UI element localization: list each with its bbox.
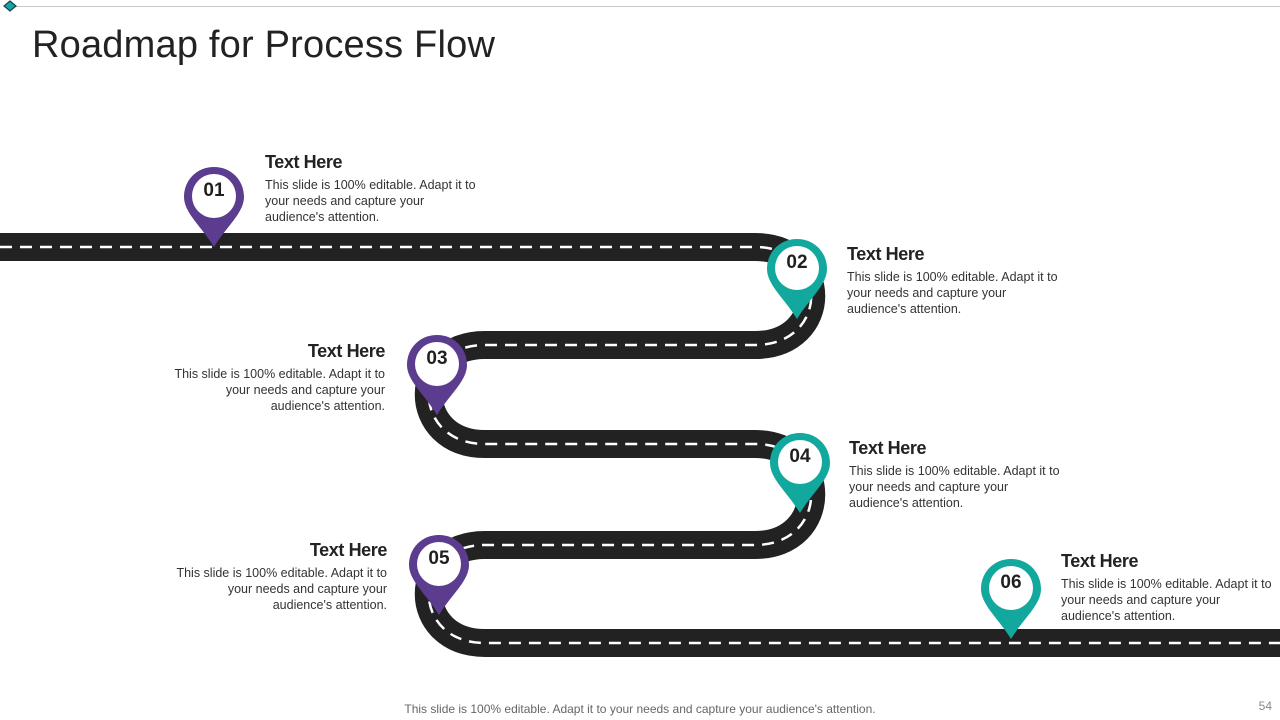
map-pin-icon	[770, 433, 830, 513]
step-03-marker: 03	[407, 335, 467, 415]
step-02-marker: 02	[767, 239, 827, 319]
step-05-text: Text Here This slide is 100% editable. A…	[172, 540, 387, 613]
step-04-marker: 04	[770, 433, 830, 513]
step-number: 04	[789, 446, 811, 467]
step-body: This slide is 100% editable. Adapt it to…	[1061, 577, 1272, 623]
step-heading: Text Here	[847, 244, 925, 264]
step-number: 03	[426, 348, 448, 369]
step-body: This slide is 100% editable. Adapt it to…	[174, 367, 385, 413]
map-pin-icon	[184, 167, 244, 247]
step-heading: Text Here	[307, 341, 386, 361]
step-heading: Text Here	[265, 152, 343, 172]
page-title: Roadmap for Process Flow	[32, 24, 496, 66]
step-number: 02	[786, 252, 808, 273]
map-pin-icon	[409, 535, 469, 615]
step-body: This slide is 100% editable. Adapt it to…	[176, 566, 387, 612]
step-heading: Text Here	[309, 540, 388, 560]
step-02-text: Text Here This slide is 100% editable. A…	[847, 244, 1062, 317]
step-body: This slide is 100% editable. Adapt it to…	[847, 270, 1058, 316]
step-06-marker: 06	[981, 559, 1041, 639]
step-body: This slide is 100% editable. Adapt it to…	[265, 178, 476, 224]
corner-diamond-icon	[3, 0, 17, 12]
step-05-marker: 05	[409, 535, 469, 615]
page-number: 54	[1258, 699, 1272, 713]
top-rule	[12, 6, 1280, 7]
step-body: This slide is 100% editable. Adapt it to…	[849, 464, 1060, 510]
step-01-marker: 01	[184, 167, 244, 247]
footer-note: This slide is 100% editable. Adapt it to…	[404, 702, 876, 716]
step-number: 05	[428, 548, 450, 569]
step-number: 06	[1000, 572, 1022, 593]
step-number: 01	[203, 180, 225, 201]
step-03-text: Text Here This slide is 100% editable. A…	[170, 341, 385, 414]
step-heading: Text Here	[849, 438, 927, 458]
step-06-text: Text Here This slide is 100% editable. A…	[1061, 551, 1273, 624]
step-04-text: Text Here This slide is 100% editable. A…	[849, 438, 1064, 511]
step-01-text: Text Here This slide is 100% editable. A…	[265, 152, 480, 225]
map-pin-icon	[981, 559, 1041, 639]
map-pin-icon	[407, 335, 467, 415]
map-pin-icon	[767, 239, 827, 319]
step-heading: Text Here	[1061, 551, 1139, 571]
